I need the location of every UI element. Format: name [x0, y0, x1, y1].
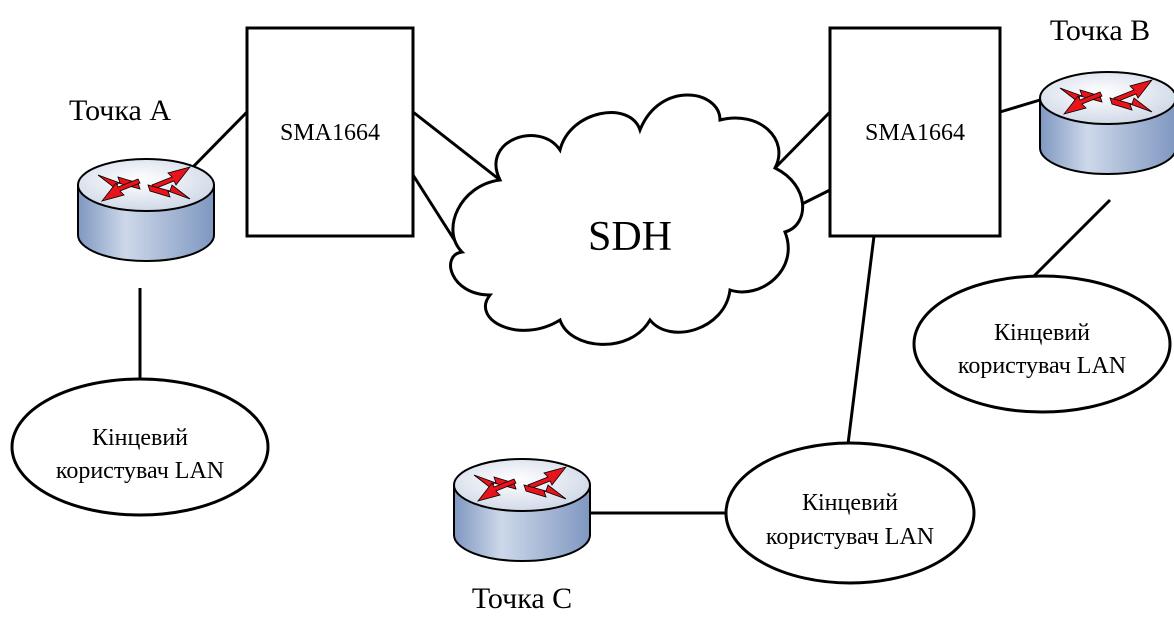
enduser-left-line2: користувач LAN — [56, 458, 224, 484]
mux-left-box — [245, 26, 415, 238]
link-mux-left-to-cloud-upper — [412, 110, 501, 182]
link-router-a-to-mux-left — [188, 110, 249, 172]
enduser-left-ellipse — [10, 377, 270, 517]
point-a-label: Точка A — [69, 94, 171, 127]
router-c: Точка C — [453, 458, 591, 615]
mux-left: SMA1664 — [245, 26, 415, 238]
router-icon — [453, 458, 591, 562]
mux-left-label: SMA1664 — [280, 120, 380, 146]
sdh-cloud: SDH — [449, 93, 805, 346]
cloud-label: SDH — [588, 214, 672, 260]
router-b: Точка B — [1039, 14, 1174, 175]
link-mux-right-to-router-b — [999, 98, 1041, 114]
enduser-right-line1: Кінцевий — [994, 320, 1090, 346]
enduser-left-line1: Кінцевий — [92, 425, 188, 451]
mux-right-box — [828, 26, 1002, 238]
enduser-bottom-line1: Кінцевий — [802, 490, 898, 516]
point-c-label: Точка C — [472, 582, 572, 615]
link-cloud-to-mux-right-upper — [773, 110, 832, 170]
mux-right: SMA1664 — [828, 26, 1002, 238]
enduser-left: Кінцевий користувач LAN — [10, 377, 270, 517]
link-router-b-to-enduser-right — [1030, 198, 1112, 280]
enduser-bottom-line2: користувач LAN — [766, 524, 934, 550]
enduser-bottom-ellipse — [724, 441, 976, 585]
cloud-shape — [449, 93, 805, 346]
router-icon — [77, 158, 215, 262]
enduser-right: Кінцевий користувач LAN — [912, 274, 1172, 414]
enduser-bottom: Кінцевий користувач LAN — [724, 441, 976, 585]
mux-right-label: SMA1664 — [865, 120, 965, 146]
enduser-right-ellipse — [912, 274, 1172, 414]
router-a: Точка A — [69, 94, 215, 262]
enduser-right-line2: користувач LAN — [958, 353, 1126, 379]
router-icon — [1039, 71, 1174, 175]
point-b-label: Точка B — [1050, 14, 1150, 47]
link-mux-right-to-enduser-bottom — [846, 235, 876, 445]
